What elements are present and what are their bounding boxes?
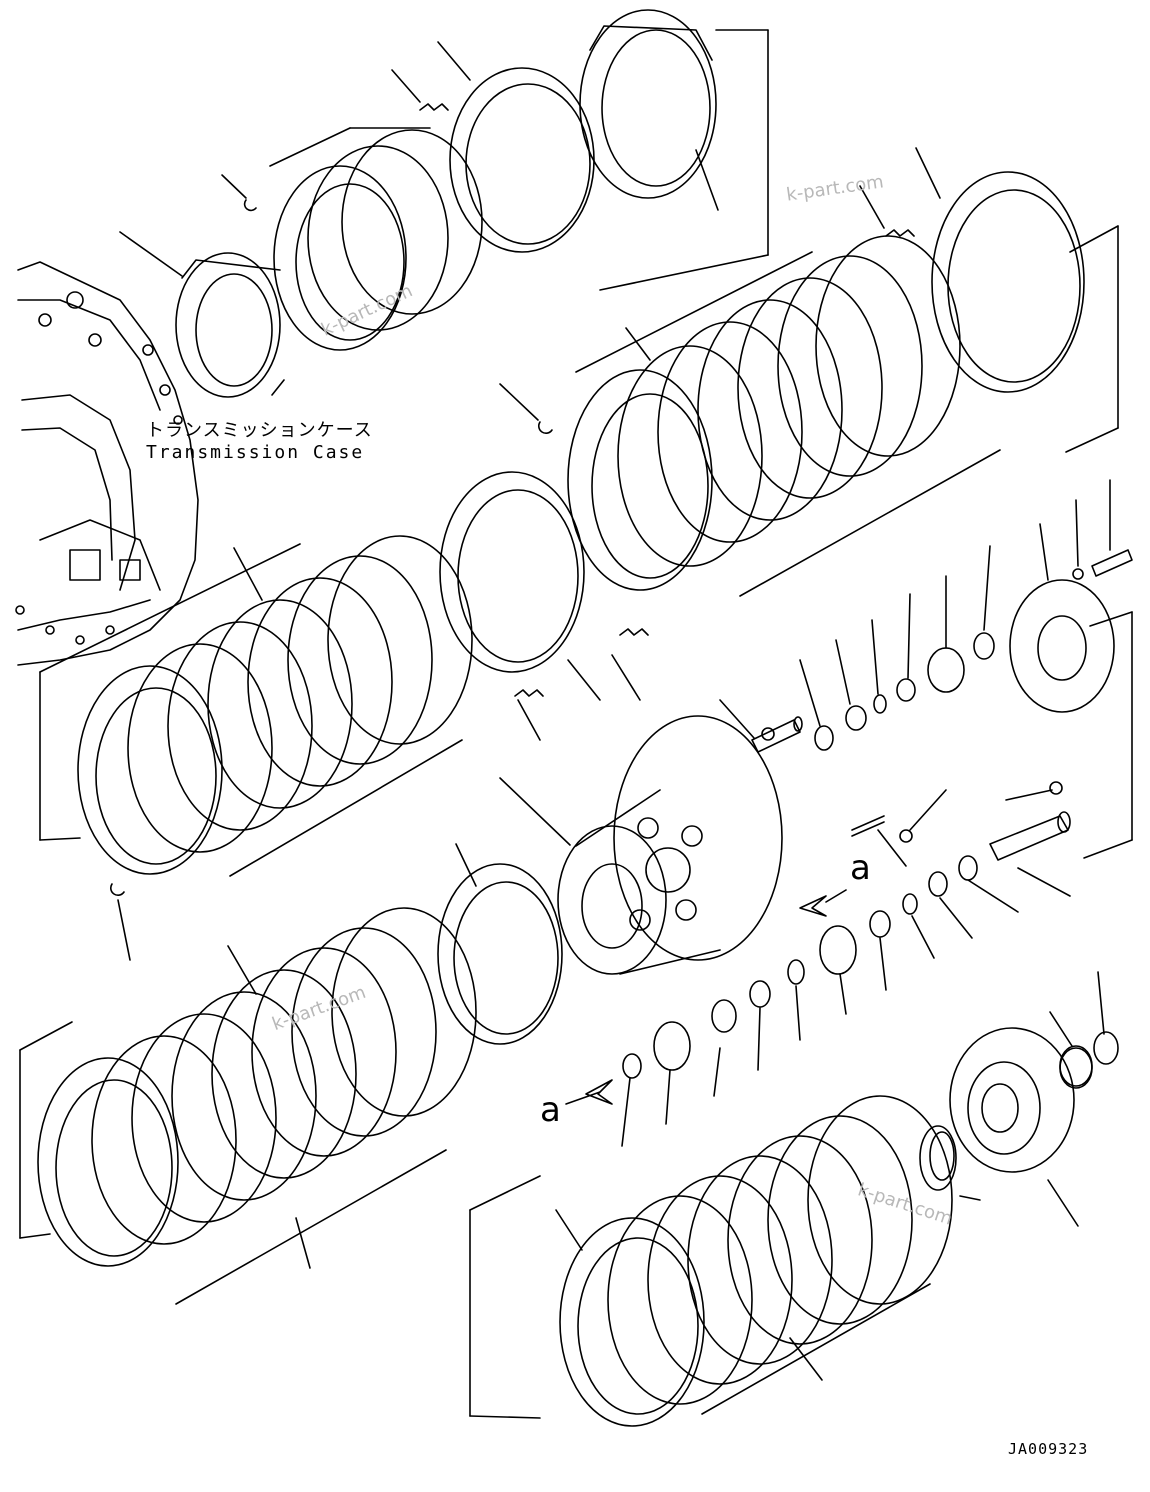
drawing-number: JA009323 (1008, 1440, 1089, 1458)
transmission-case-label-jp: トランスミッションケース (146, 420, 373, 441)
transmission-case-label-en: Transmission Case (146, 442, 365, 463)
view-mark-a-upper: a (850, 848, 871, 888)
shafts-and-pins (719, 699, 1071, 897)
clutch-pack-top (221, 41, 595, 351)
clutch-pack-upper-right (499, 147, 1119, 597)
ring-gear-center (437, 843, 563, 1045)
bearings-and-washers-lower (565, 855, 1019, 1147)
clutch-pack-middle-left (39, 471, 649, 961)
bearings-and-washers-upper (799, 479, 1133, 859)
planetary-carrier (499, 715, 847, 975)
ring-gear-small-top (119, 231, 285, 398)
oring-markers (1059, 1047, 1093, 1089)
ring-gear-large-top (579, 9, 769, 291)
clutch-pack-lower-right (469, 1095, 953, 1427)
clutch-pack-lower-left (19, 907, 477, 1305)
sun-gear-assembly (919, 971, 1119, 1227)
view-mark-a-lower: a (540, 1090, 561, 1130)
transmission-case (15, 261, 199, 666)
